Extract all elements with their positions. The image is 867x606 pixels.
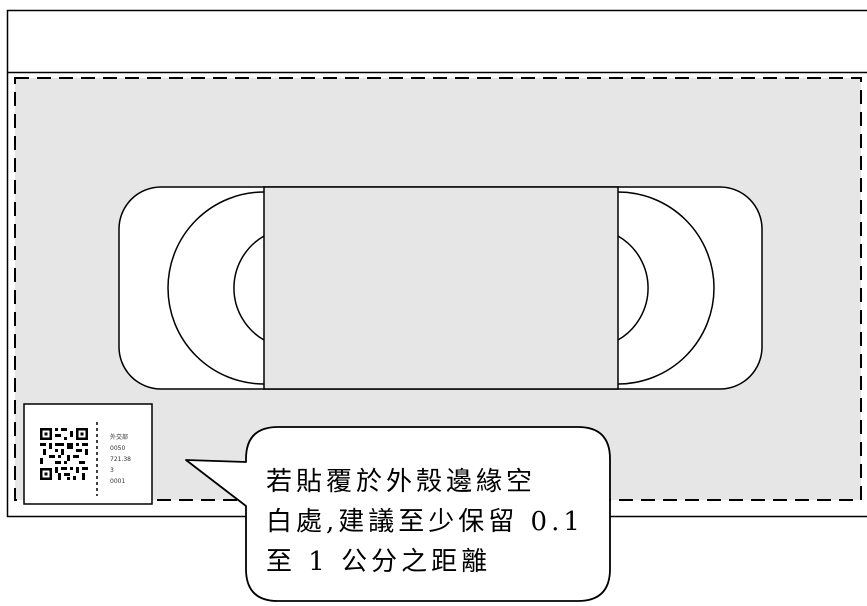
sticker-label-line-1: 外交部 [110,434,129,441]
left-reel-inner-arc [233,235,265,341]
sticker-label-line-3: 721.38 [110,456,131,463]
callout-line-2: 白處,建議至少保留 0.1 [266,507,584,537]
center-label-panel [263,186,619,390]
right-reel-inner-arc [617,235,649,341]
callout-bubble [185,426,611,602]
sticker-label-line-4: 3 [110,467,114,474]
qr-code [40,428,88,480]
sticker-label-text: 外交部 0050 721.38 3 0001 [110,432,131,487]
callout-line-3: 至 1 公分之距離 [266,547,492,577]
callout-text: 若貼覆於外殼邊緣空 白處,建議至少保留 0.1 至 1 公分之距離 [266,462,601,582]
left-reel-outer-arc [167,191,265,385]
right-reel-outer-arc [617,191,715,385]
sticker-label-line-2: 0050 [110,445,126,452]
callout-line-1: 若貼覆於外殼邊緣空 [266,467,537,497]
sticker-label-line-5: 0001 [110,478,126,485]
